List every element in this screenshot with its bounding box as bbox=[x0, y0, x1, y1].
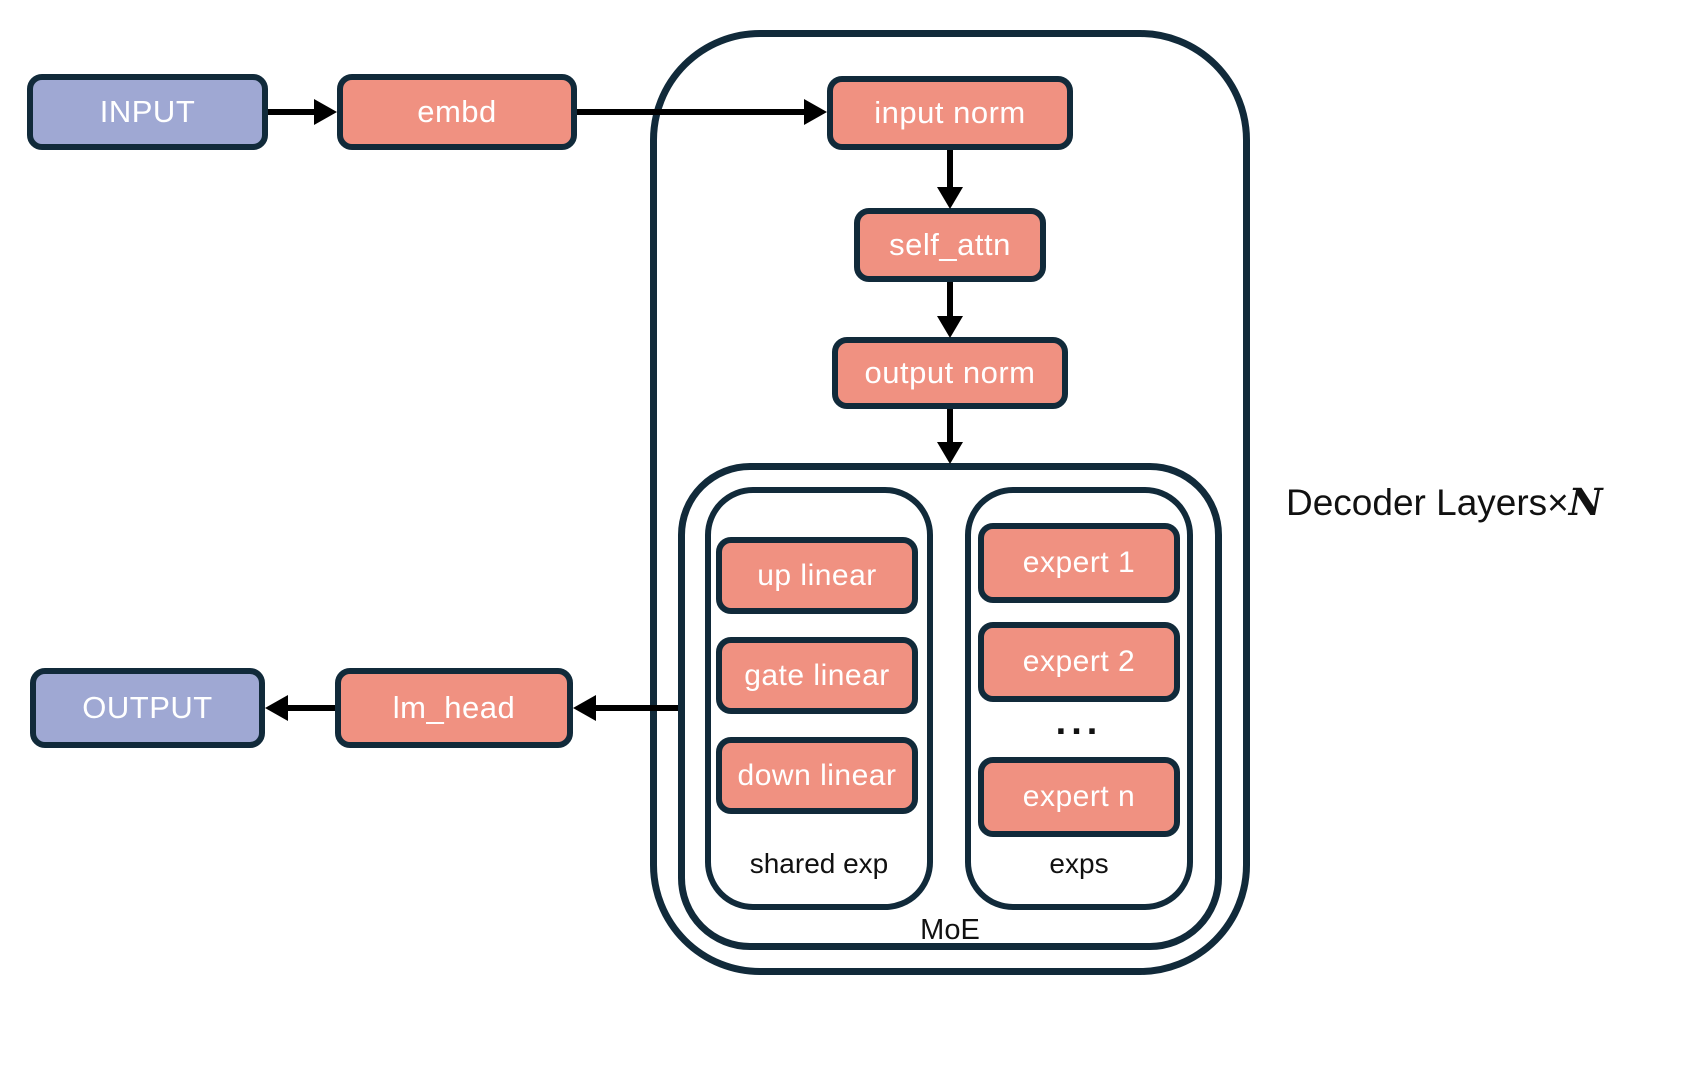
output-norm-node: output norm bbox=[832, 337, 1068, 409]
decoder-layers-label-prefix: Decoder Layers× bbox=[1286, 482, 1569, 523]
arrow-embd-to-input-norm-line bbox=[577, 109, 807, 115]
arrow-self-attn-to-output-norm-head bbox=[937, 316, 963, 338]
expert-2-node: expert 2 bbox=[978, 622, 1180, 702]
arrow-output-norm-to-moe-line bbox=[947, 409, 953, 443]
shared-exp-label: shared exp bbox=[749, 848, 889, 879]
arrow-lm-head-to-output-head bbox=[265, 695, 288, 721]
lm-head-node: lm_head bbox=[335, 668, 573, 748]
arrow-lm-head-to-output-line bbox=[286, 705, 335, 711]
self-attn-node: self_attn bbox=[854, 208, 1046, 282]
decoder-layers-label: Decoder Layers×N bbox=[1286, 480, 1603, 524]
output-node: OUTPUT bbox=[30, 668, 265, 748]
arrow-input-to-embd-head bbox=[314, 99, 337, 125]
arrow-output-norm-to-moe-head bbox=[937, 442, 963, 464]
up-linear-node: up linear bbox=[716, 537, 918, 614]
arrow-moe-to-lm-head-line bbox=[594, 705, 678, 711]
arrow-embd-to-input-norm-head bbox=[804, 99, 827, 125]
experts-ellipsis: ... bbox=[1055, 701, 1103, 743]
gate-linear-node: gate linear bbox=[716, 637, 918, 714]
expert-1-node: expert 1 bbox=[978, 523, 1180, 603]
arrow-input-norm-to-self-attn-line bbox=[947, 150, 953, 188]
down-linear-node: down linear bbox=[716, 737, 918, 814]
moe-label: MoE bbox=[920, 914, 980, 946]
input-node: INPUT bbox=[27, 74, 268, 150]
arrow-input-to-embd-line bbox=[268, 109, 318, 115]
decoder-layers-label-n: N bbox=[1568, 480, 1603, 524]
exps-label: exps bbox=[1049, 848, 1109, 879]
embd-node: embd bbox=[337, 74, 577, 150]
input-norm-node: input norm bbox=[827, 76, 1073, 150]
arrow-input-norm-to-self-attn-head bbox=[937, 187, 963, 209]
arrow-self-attn-to-output-norm-line bbox=[947, 282, 953, 317]
expert-n-node: expert n bbox=[978, 757, 1180, 837]
arrow-moe-to-lm-head-head bbox=[573, 695, 596, 721]
